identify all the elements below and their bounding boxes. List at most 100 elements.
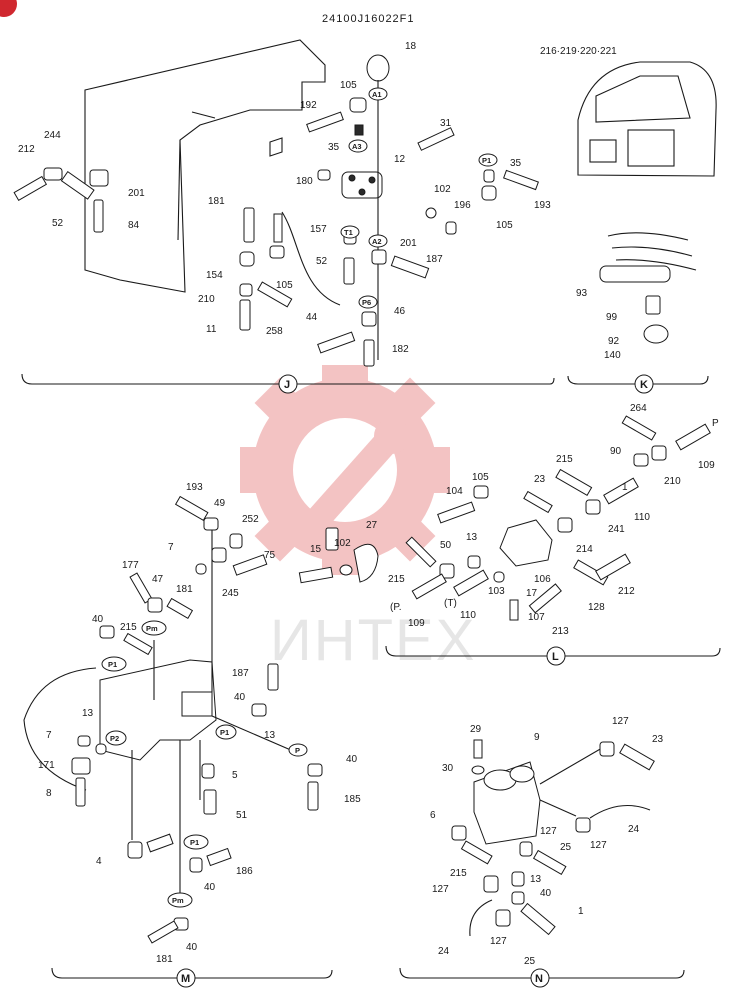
- callout-127b: 127: [540, 826, 557, 837]
- section-J: A1 A3 P1 T1 A2 P6 18 105 192 35 31 12 18…: [13, 39, 555, 394]
- control-valve-M: [99, 659, 217, 761]
- callout-193: 193: [534, 200, 551, 211]
- cab-body-outline: [84, 39, 326, 293]
- callout-182: 182: [392, 344, 409, 355]
- callout-P: P: [712, 418, 719, 429]
- callout-244: 244: [44, 130, 61, 141]
- callout-171: 171: [38, 760, 55, 771]
- section-N: 29 9 127 23 30 6 127 24 25 127 215 13 12…: [399, 716, 685, 988]
- callout-18: 18: [405, 41, 417, 52]
- callout-215: 215: [556, 454, 573, 465]
- callout-40b: 40: [234, 692, 246, 703]
- section-M-marker: [176, 968, 196, 988]
- callout-5: 5: [232, 770, 238, 781]
- valve-port-block: [181, 691, 213, 717]
- callout-11: 11: [206, 324, 217, 335]
- callout-49: 49: [214, 498, 226, 509]
- section-L-label: L: [552, 651, 559, 663]
- callout-127d: 127: [432, 884, 449, 895]
- callout-107: 107: [528, 612, 545, 623]
- cab-bracket: [269, 137, 283, 157]
- callout-181a: 181: [176, 584, 193, 595]
- callout-128: 128: [588, 602, 605, 613]
- svg-text:P2: P2: [110, 734, 119, 743]
- callout-31: 31: [440, 118, 452, 129]
- callout-210: 210: [664, 476, 681, 487]
- callout-185: 185: [344, 794, 361, 805]
- callout-105b: 105: [496, 220, 513, 231]
- cab-inset-console: [627, 129, 675, 167]
- callout-25a: 25: [560, 842, 572, 853]
- callout-140: 140: [604, 350, 621, 361]
- port-P1-J: P1: [478, 153, 498, 167]
- callout-127a: 127: [612, 716, 629, 727]
- callout-103: 103: [488, 586, 505, 597]
- callout-90: 90: [610, 446, 622, 457]
- diagram-code: 24100J16022F1: [322, 13, 415, 25]
- callout-241: 241: [608, 524, 625, 535]
- port-P1-M2: P1: [215, 724, 237, 740]
- port-P6: P6: [358, 295, 378, 309]
- callout-210: 210: [198, 294, 215, 305]
- watermark-text: ИНТЕХ: [270, 608, 476, 673]
- callout-13b: 13: [82, 708, 94, 719]
- callout-105: 105: [472, 472, 489, 483]
- callout-4: 4: [96, 856, 102, 867]
- callout-6: 6: [430, 810, 436, 821]
- callout-35b: 35: [510, 158, 522, 169]
- fittings-L: [298, 415, 711, 621]
- callout-201b: 201: [128, 188, 145, 199]
- callout-1: 1: [622, 482, 628, 493]
- callout-104: 104: [446, 486, 463, 497]
- svg-text:A3: A3: [352, 142, 362, 151]
- svg-text:P1: P1: [190, 838, 199, 847]
- callout-40d: 40: [204, 882, 216, 893]
- hose-J1: [281, 211, 341, 306]
- callout-193-M: 193: [186, 482, 203, 493]
- callout-214: 214: [576, 544, 593, 555]
- callout-154: 154: [206, 270, 223, 281]
- callout-102: 102: [434, 184, 451, 195]
- pilot-valve-body: [341, 171, 383, 199]
- callout-110b: 110: [460, 610, 476, 621]
- callout-186: 186: [236, 866, 253, 877]
- callout-109b: 109: [408, 618, 425, 629]
- callout-47: 47: [152, 574, 164, 585]
- port-P-M: P: [288, 743, 308, 757]
- callout-13: 13: [466, 532, 478, 543]
- section-L-marker: [546, 646, 566, 666]
- svg-text:A2: A2: [372, 237, 382, 246]
- callout-T: (T): [444, 598, 457, 609]
- callout-27: 27: [366, 520, 378, 531]
- corner-badge: [0, 0, 17, 17]
- callout-15: 15: [310, 544, 322, 555]
- callout-215b: 215: [388, 574, 405, 585]
- callout-105: 105: [340, 80, 357, 91]
- callout-105c: 105: [276, 280, 293, 291]
- svg-text:Pm: Pm: [172, 896, 184, 905]
- port-Pm-M2: Pm: [167, 892, 193, 908]
- callout-92: 92: [608, 336, 620, 347]
- callout-7b: 7: [46, 730, 52, 741]
- port-P1-M3: P1: [183, 834, 209, 850]
- callout-99: 99: [606, 312, 618, 323]
- callout-215-M: 215: [120, 622, 137, 633]
- section-L: 264 P 90 109 210 105 215 23 104 1 110 24…: [298, 403, 721, 666]
- section-N-label: N: [535, 973, 543, 985]
- switch-box-button-right: [509, 765, 535, 783]
- callout-110: 110: [634, 512, 650, 523]
- cab-inset-outline: [577, 61, 717, 177]
- callout-P-paren: (P.: [390, 602, 402, 613]
- callout-75: 75: [264, 550, 276, 561]
- fittings-N: [451, 739, 655, 936]
- section-K-label: K: [640, 379, 648, 391]
- callout-213: 213: [552, 626, 569, 637]
- callout-201: 201: [400, 238, 417, 249]
- callout-181: 181: [208, 196, 225, 207]
- svg-text:P1: P1: [108, 660, 117, 669]
- svg-text:P: P: [295, 746, 300, 755]
- callout-181b: 181: [156, 954, 173, 965]
- callout-109: 109: [698, 460, 715, 471]
- svg-text:A1: A1: [372, 90, 382, 99]
